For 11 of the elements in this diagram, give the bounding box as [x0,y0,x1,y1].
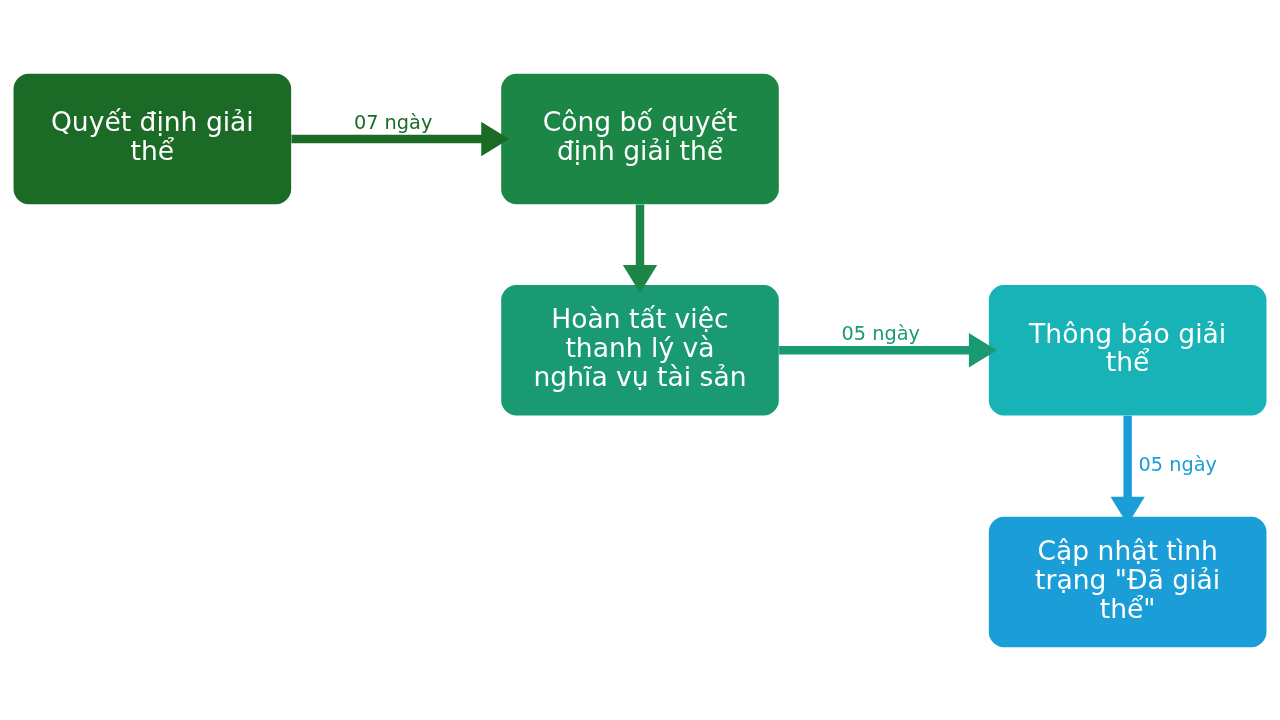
arrow [291,121,510,156]
node-box: Thông báo giải thể [988,284,1267,415]
node-box: Công bố quyết định giải thể [501,73,779,204]
arrow [622,204,658,293]
node-box: Cập nhật tình trạng "Đã giải thể" [988,516,1267,647]
node-box: Hoàn tất việc thanh lý và nghĩa vụ tài sản [501,284,779,415]
edge-label: 07 ngày [353,110,433,134]
edge-label: 05 ngày [841,321,920,345]
arrow [779,332,997,367]
edge-label: 05 ngày [1138,452,1217,476]
node-box: Quyết định giải thể [13,73,292,204]
